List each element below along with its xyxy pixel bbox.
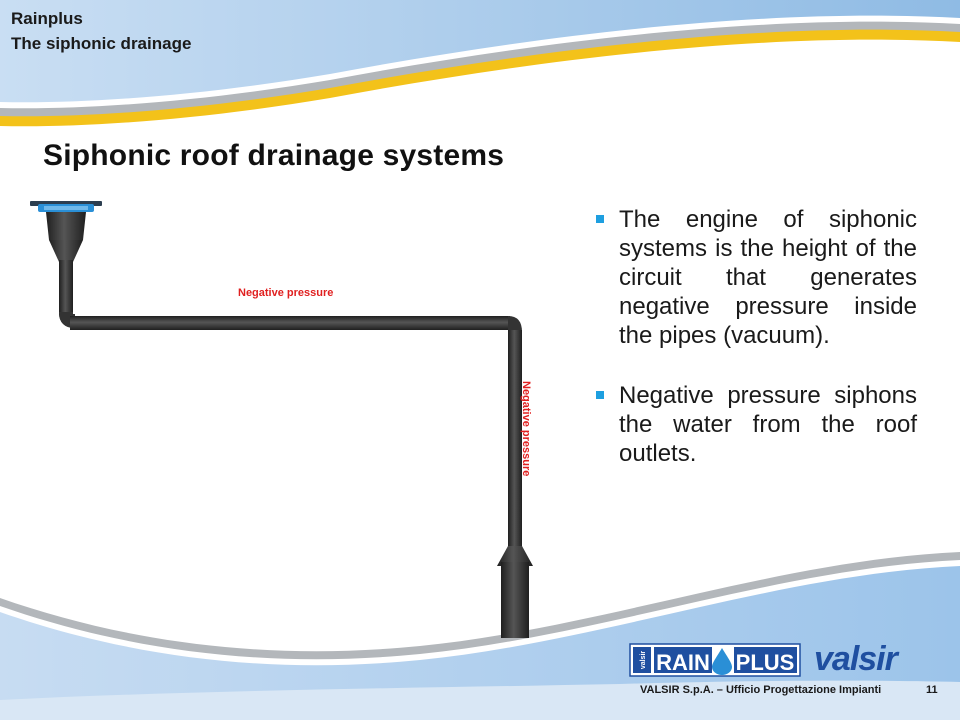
square-bullet-icon (596, 391, 604, 399)
header: Rainplus The siphonic drainage (11, 6, 191, 56)
outlet-drop-pipe (59, 260, 73, 315)
rainplus-plus-text: PLUS (736, 650, 795, 675)
bullet-item: The engine of siphonic systems is the he… (594, 205, 917, 350)
rainplus-rain-text: RAIN (656, 650, 710, 675)
bullet-text: The engine of siphonic systems is the he… (619, 206, 917, 349)
right-elbow (508, 316, 522, 332)
header-subtitle: The siphonic drainage (11, 34, 192, 53)
valsir-logo: valsir (814, 640, 901, 678)
bullet-text: Negative pressure siphons the water from… (619, 382, 917, 467)
discharge-pipe (501, 562, 529, 638)
water-drop-icon (712, 648, 732, 675)
svg-text:valsir: valsir (640, 651, 647, 670)
negative-pressure-label-vertical: Negative pressure (520, 381, 532, 477)
page-number: 11 (926, 684, 938, 696)
vertical-downpipe (508, 330, 522, 546)
top-wave-decoration (0, 0, 960, 127)
bullet-list: The engine of siphonic systems is the he… (594, 205, 917, 468)
pipe-increaser (497, 546, 533, 566)
header-product: Rainplus (11, 9, 83, 28)
horizontal-collector-pipe (70, 316, 510, 330)
valsir-wordmark: valsir (814, 640, 900, 678)
footer-company: VALSIR S.p.A. – Ufficio Progettazione Im… (640, 684, 882, 696)
roof-outlet (30, 201, 102, 262)
bullet-item: Negative pressure siphons the water from… (594, 381, 917, 468)
slide-title: Siphonic roof drainage systems (43, 139, 505, 172)
square-bullet-icon (596, 215, 604, 223)
negative-pressure-label-horizontal: Negative pressure (238, 287, 334, 299)
rainplus-logo: valsir RAIN PLUS (629, 643, 801, 677)
